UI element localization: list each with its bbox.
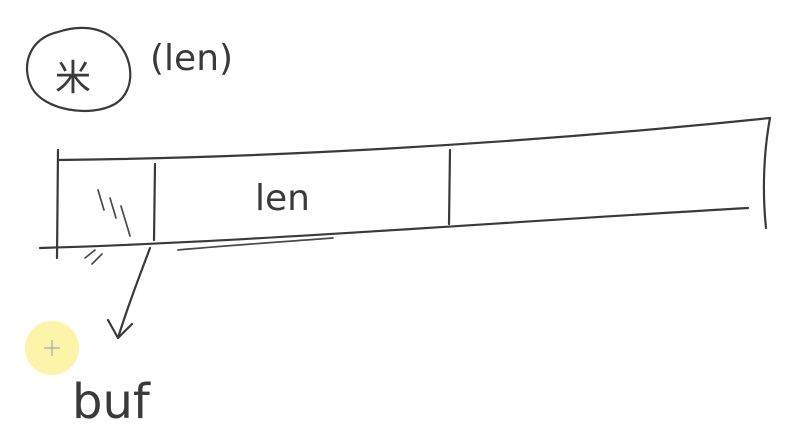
arrow-head [106, 318, 134, 340]
segment-len-label: len [255, 178, 310, 219]
buffer-divider-header [152, 162, 157, 242]
cursor-highlight [25, 321, 79, 375]
buffer-diagram: len [38, 116, 772, 265]
header-hatching [84, 189, 131, 265]
circled-symbol-annotation: 米 [25, 26, 132, 113]
len-underline [177, 237, 334, 251]
circle-outline [25, 26, 132, 113]
arrow-shaft [116, 246, 152, 340]
buf-pointer-arrow [106, 246, 152, 340]
circled-symbol-text: 米 [55, 58, 91, 99]
buf-label: buf [72, 374, 151, 429]
buffer-bottom-edge [38, 206, 750, 250]
buffer-left-edge [55, 148, 60, 260]
buffer-divider-data [447, 148, 452, 226]
buffer-right-edge [762, 116, 772, 230]
buffer-top-edge [56, 116, 772, 162]
len-parameter-label: (len) [150, 38, 233, 79]
crosshair-icon [44, 340, 60, 356]
